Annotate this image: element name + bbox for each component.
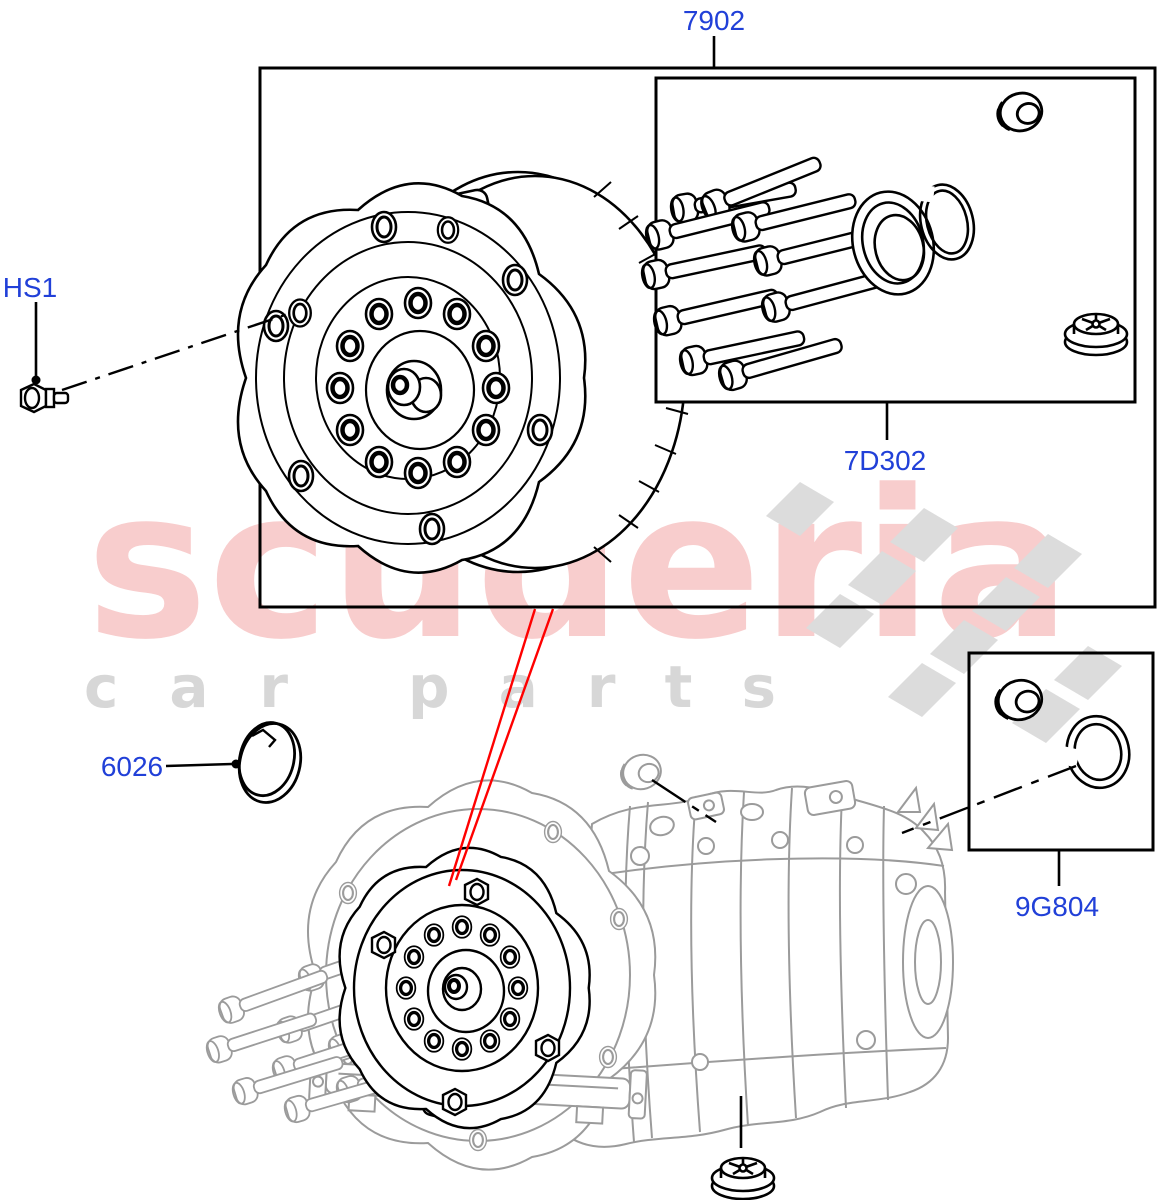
kit-drain-plug-drawing xyxy=(1063,312,1129,357)
callout-label-hs1[interactable]: HS1 xyxy=(3,272,57,303)
seal-kit-box-group xyxy=(901,651,1155,852)
drain-plug-drawing xyxy=(710,1096,776,1200)
installed-converter-drawing xyxy=(338,846,591,1130)
seal-kit-box xyxy=(967,651,1155,852)
service-kit-box-group xyxy=(638,76,1137,404)
torque-converter-drawing xyxy=(236,170,695,574)
hs1-leader-dot xyxy=(31,375,41,385)
callout-label-7d302[interactable]: 7D302 xyxy=(844,445,927,476)
hs1-bolt-drawing xyxy=(19,310,295,414)
hs1-dash-line xyxy=(61,310,295,392)
callout-label-7902[interactable]: 7902 xyxy=(683,5,745,36)
red-callout-lines xyxy=(447,608,555,887)
callout-label-6026[interactable]: 6026 xyxy=(101,751,163,782)
cover-disc-drawing xyxy=(237,721,303,804)
kit-seal-ring-drawing xyxy=(850,190,936,296)
leader-line-6026 xyxy=(165,762,233,768)
cover-leader-dot xyxy=(231,759,241,769)
callout-label-9g804[interactable]: 9G804 xyxy=(1015,891,1099,922)
transmission-drawing xyxy=(202,779,954,1171)
leader-lines xyxy=(34,36,1061,886)
seal-kit-leader-dash-line xyxy=(901,764,1077,835)
vent-plug-drawing xyxy=(615,748,717,824)
cover-disc-tab-mark xyxy=(251,728,277,748)
seal-kit-ring-drawing xyxy=(1058,714,1131,790)
